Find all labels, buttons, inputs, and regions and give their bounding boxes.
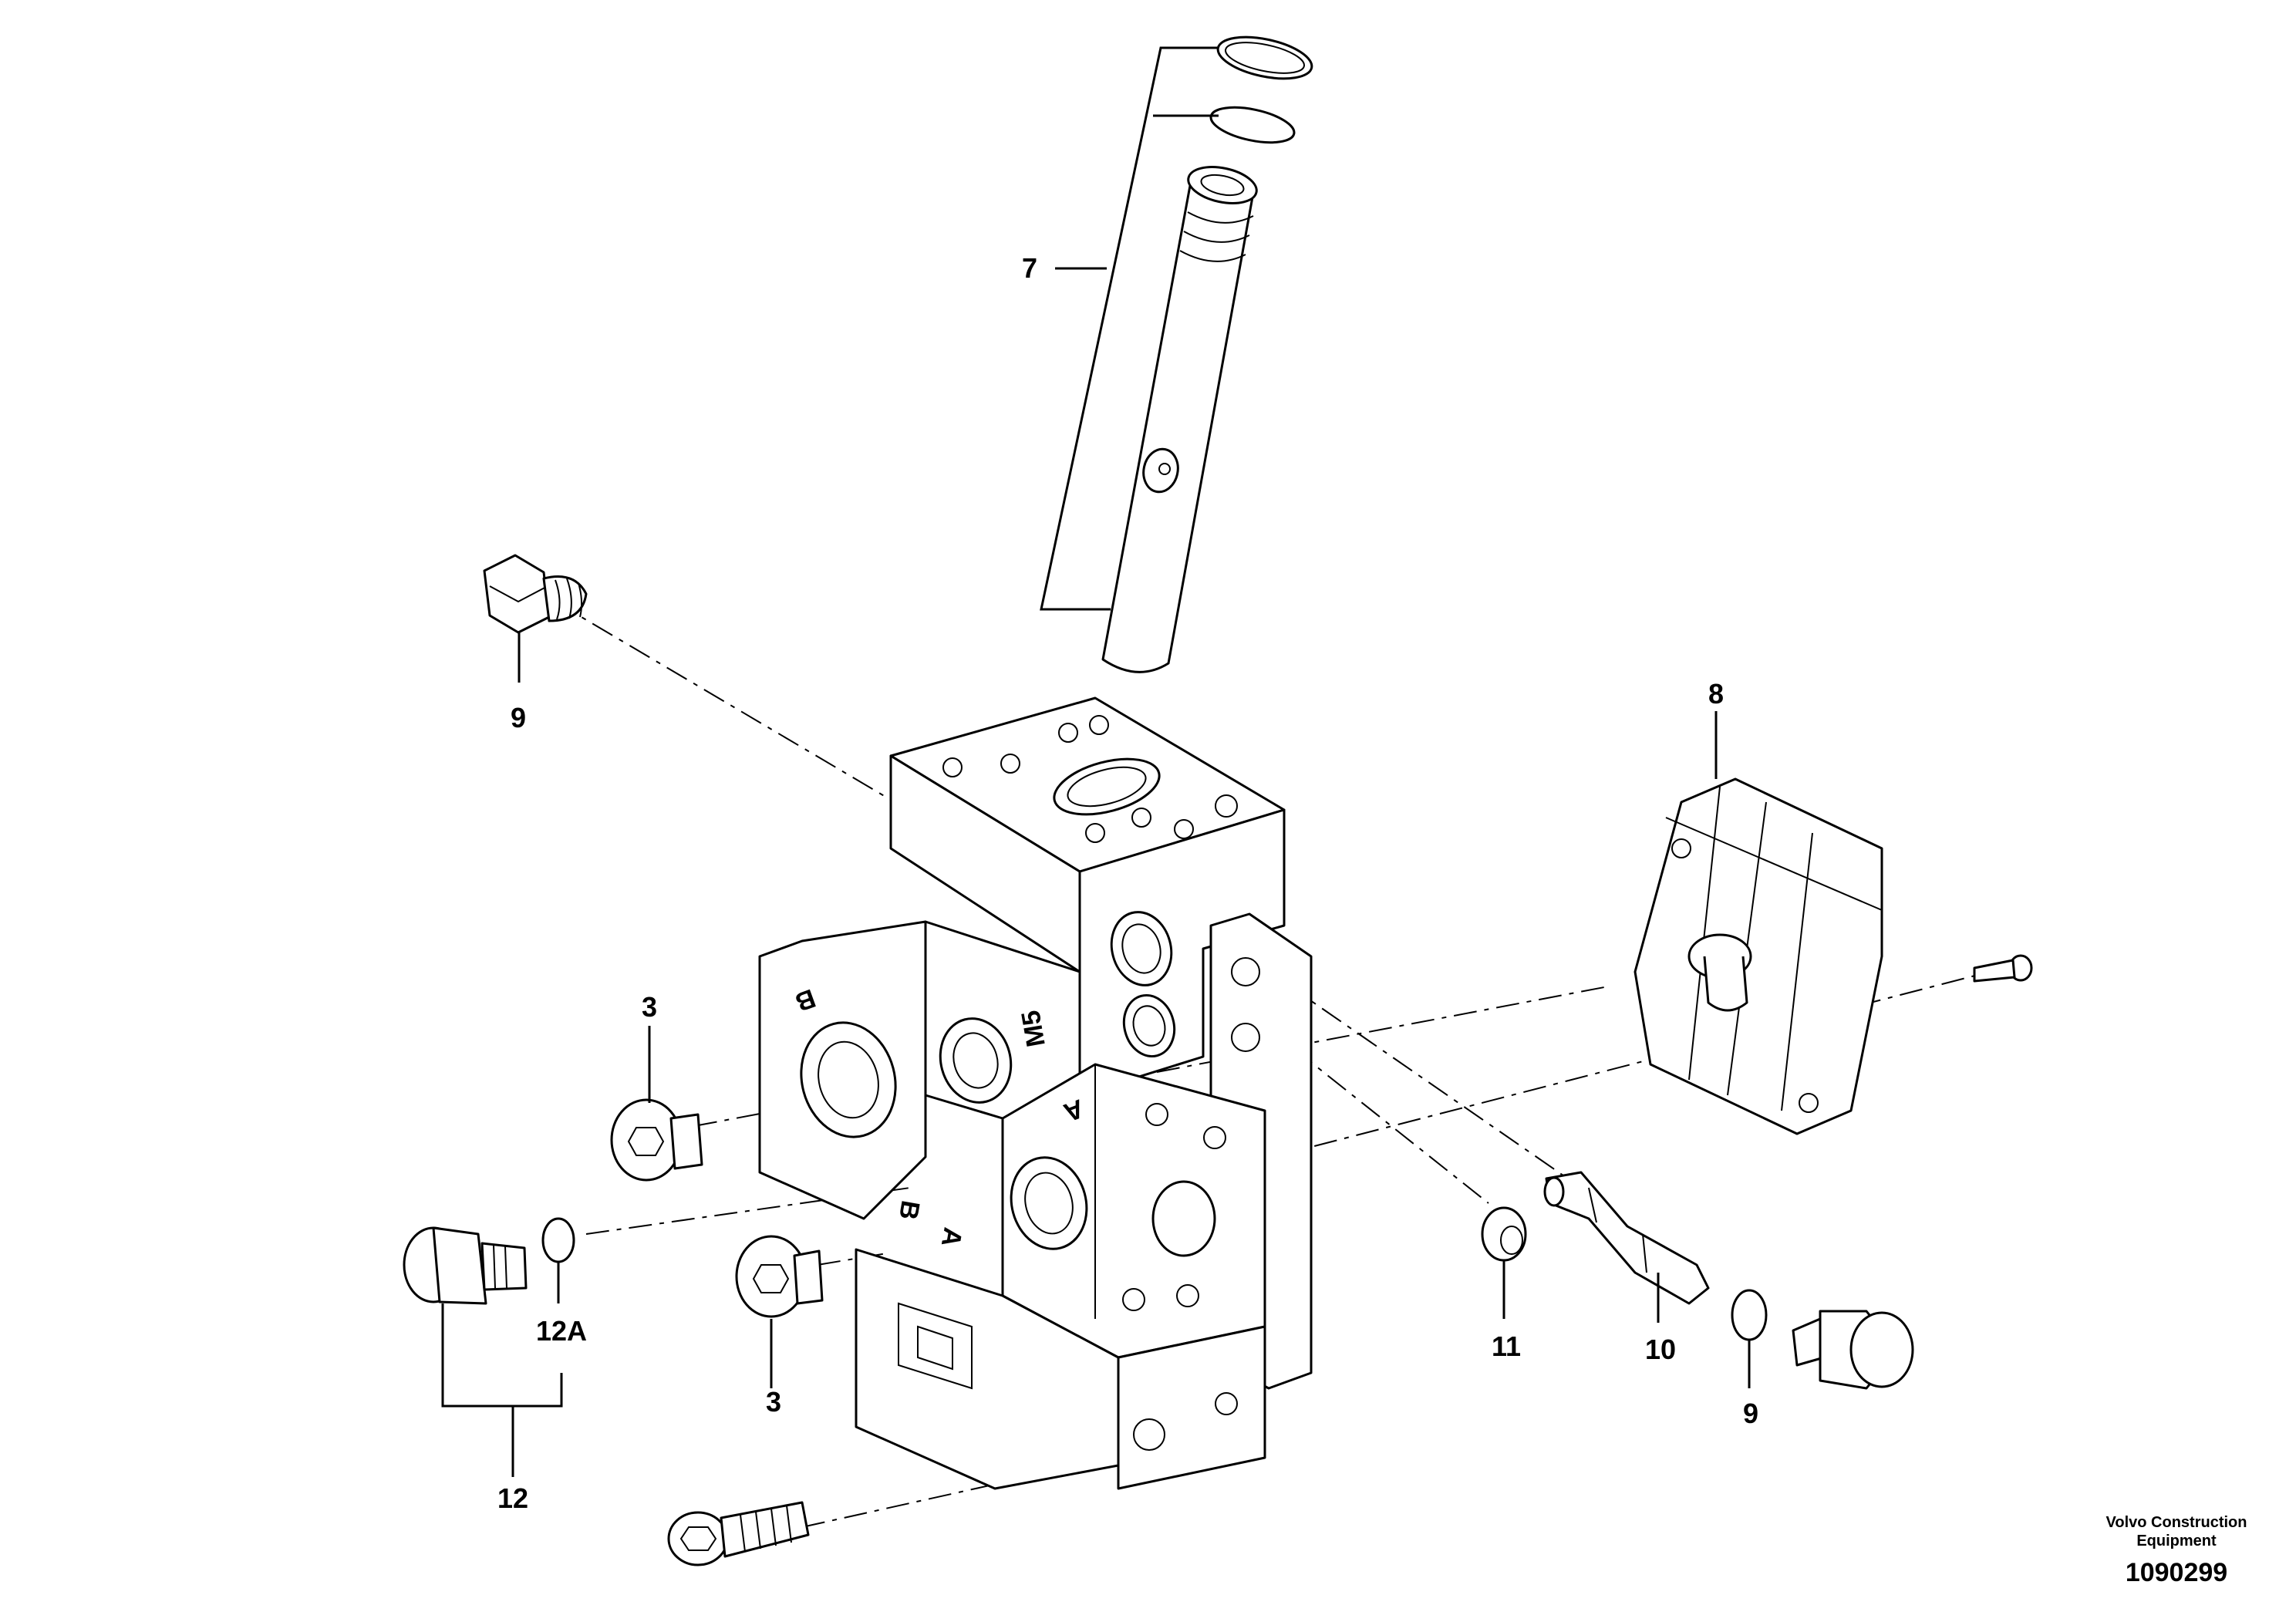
hex-plug-upper: [610, 1098, 703, 1182]
o-ring-9-lower: [1731, 1289, 1768, 1341]
o-ring-12a: [541, 1217, 575, 1263]
leader-lines: [441, 46, 1751, 1477]
callout-10: 10: [1645, 1334, 1676, 1365]
valve-block-body: [758, 696, 1313, 1490]
o-ring-top: [1209, 106, 1296, 144]
callout-11: 11: [1492, 1330, 1521, 1362]
cap-screw-bottom: [667, 1501, 810, 1566]
callout-8: 8: [1708, 678, 1724, 710]
title-block: Volvo Construction Equipment 1090299: [2106, 1514, 2247, 1587]
face-label-m5: M5: [1016, 1008, 1051, 1049]
relief-valve-lower-left: [403, 1226, 528, 1305]
callout-3-lower: 3: [766, 1386, 781, 1418]
relief-plug-upper: [483, 554, 588, 634]
face-labels: B M5 A B A: [791, 983, 1087, 1249]
hex-plug-lower: [735, 1235, 824, 1318]
callout-9-upper: 9: [511, 702, 526, 733]
document-number: 1090299: [2126, 1558, 2227, 1587]
callout-9-lower: 9: [1743, 1398, 1758, 1429]
callout-12a: 12A: [536, 1315, 587, 1347]
spool-pin: [1101, 166, 1258, 673]
callout-12: 12: [497, 1482, 528, 1514]
callout-7: 7: [1022, 252, 1037, 284]
credit-line-2: Equipment: [2136, 1533, 2217, 1549]
relief-plug-lower: [1792, 1310, 1914, 1390]
sensor-10: [1543, 1171, 1710, 1305]
credit-line-1: Volvo Construction: [2106, 1514, 2247, 1531]
end-cover: [1633, 777, 1883, 1135]
plug-11: [1481, 1206, 1527, 1262]
callout-3-upper: 3: [642, 991, 657, 1023]
face-label-a-lower: A: [936, 1226, 968, 1249]
cover-screw: [1973, 954, 2033, 983]
callout-labels: 7 9 8 3 3 12A 12 11 10 9: [497, 252, 1758, 1514]
seal-ring-top: [1216, 35, 1313, 80]
face-label-b-lower: B: [893, 1199, 925, 1222]
